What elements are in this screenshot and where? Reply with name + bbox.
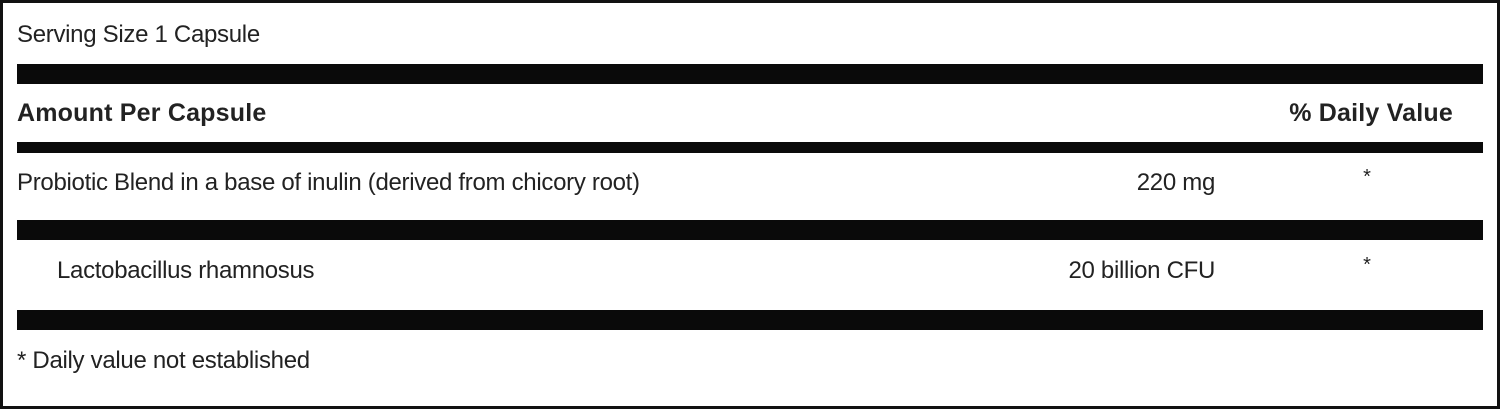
nutrient-name: Probiotic Blend in a base of inulin (der… bbox=[17, 169, 640, 196]
nutrient-amount: 20 billion CFU bbox=[1068, 257, 1215, 284]
footnote: * Daily value not established bbox=[17, 347, 310, 374]
nutrient-daily-value: * bbox=[1363, 166, 1371, 188]
nutrient-name: Lactobacillus rhamnosus bbox=[57, 257, 315, 284]
nutrient-daily-value: * bbox=[1363, 254, 1371, 276]
thick-divider bbox=[17, 64, 1483, 84]
nutrient-amount: 220 mg bbox=[1136, 169, 1216, 196]
amount-per-capsule-heading: Amount Per Capsule bbox=[17, 99, 267, 127]
medium-divider bbox=[17, 142, 1483, 153]
thick-divider bbox=[17, 310, 1483, 330]
daily-value-heading: % Daily Value bbox=[1289, 99, 1453, 127]
thick-divider bbox=[17, 220, 1483, 240]
serving-size: Serving Size 1 Capsule bbox=[17, 21, 260, 48]
